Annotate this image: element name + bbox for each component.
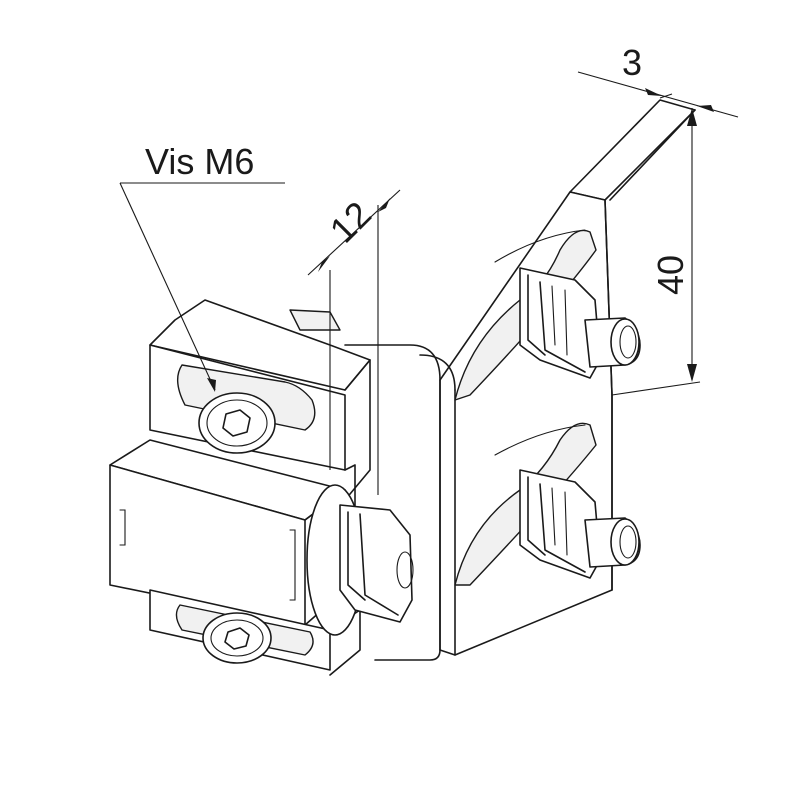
dimension-height-label: 40 [650,255,691,295]
dimension-offset-label: 12 [322,193,379,250]
screw-lower [202,612,272,664]
dimension-thickness-label: 3 [622,42,642,83]
dimension-thickness: 3 [577,42,739,118]
screw-upper [198,392,276,454]
callout-label: Vis M6 [145,141,254,182]
clip-nut-lower [519,469,641,579]
callout-vis-m6: Vis M6 [119,141,285,392]
clip-nut-front [306,484,414,636]
clip-nut-upper [519,267,641,379]
dimension-height: 40 [611,108,701,396]
